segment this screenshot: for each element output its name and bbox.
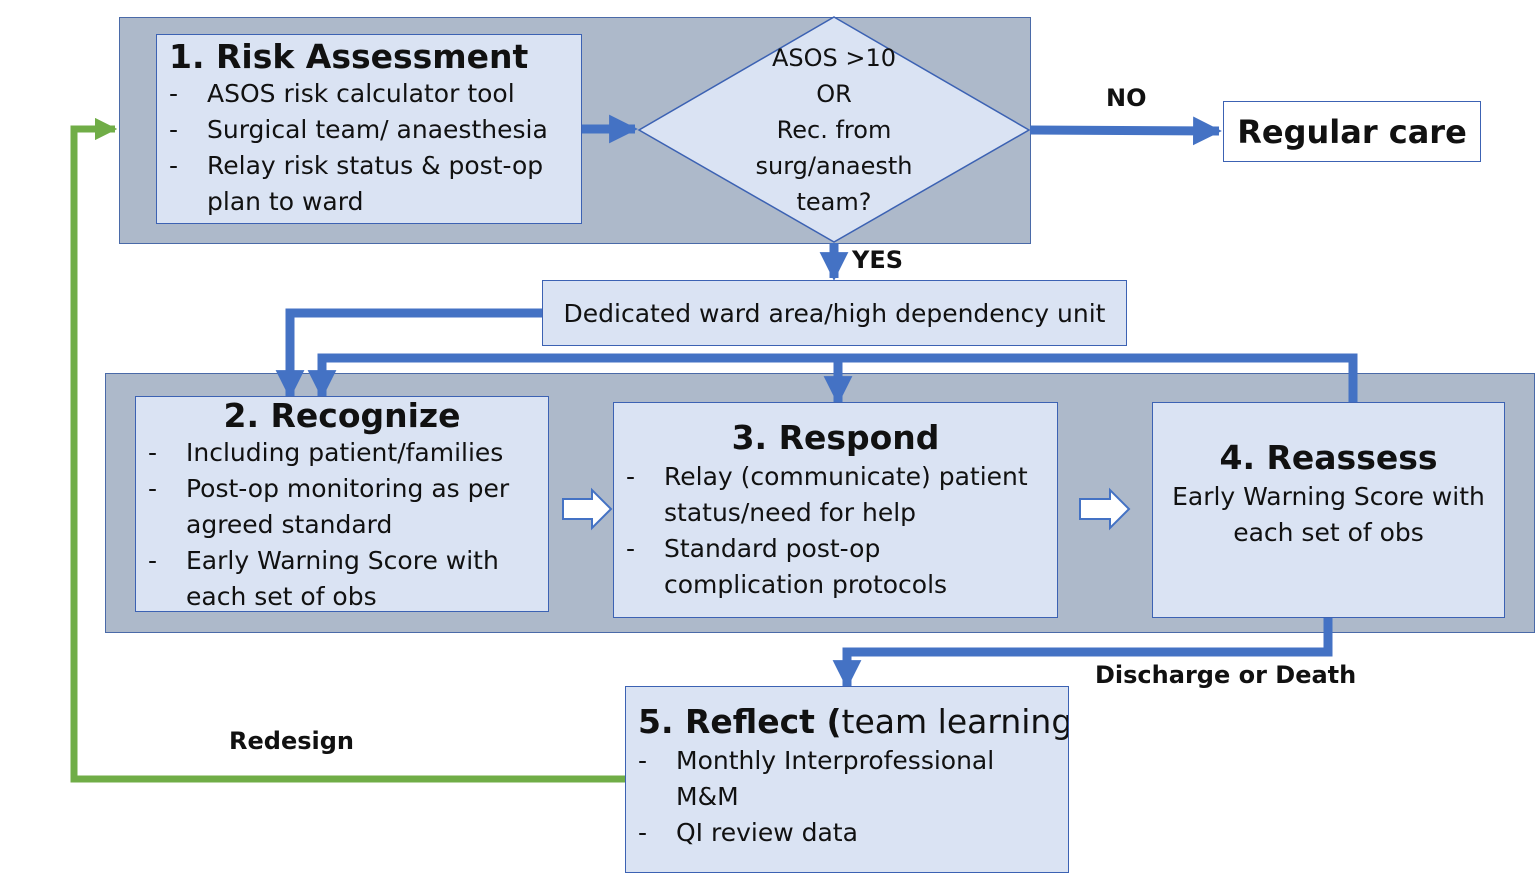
decision-line: team? (796, 188, 872, 216)
decision-diamond (637, 16, 1031, 243)
ward-box: Dedicated ward area/high dependency unit (542, 280, 1127, 346)
reassess-body: Early Warning Score with each set of obs (1172, 482, 1485, 547)
list-item: Standard post-op complication protocols (626, 531, 1045, 603)
list-item: Surgical team/ anaesthesia (169, 112, 569, 148)
list-item: Relay (communicate) patient status/need … (626, 459, 1045, 531)
list-item: Post-op monitoring as per agreed standar… (148, 471, 536, 543)
recognize-list: Including patient/families Post-op monit… (148, 435, 536, 611)
reflect-title-open: ( (814, 702, 842, 741)
regular-care-box: Regular care (1223, 101, 1481, 162)
reassess-box: 4. Reassess Early Warning Score with eac… (1152, 402, 1505, 618)
decision-line: Rec. from (776, 116, 892, 144)
discharge-label: Discharge or Death (1095, 661, 1357, 689)
hollow-arrow-recognize-to-respond (562, 487, 613, 531)
list-item: QI review data (638, 815, 1056, 851)
risk-assessment-list: ASOS risk calculator tool Surgical team/… (169, 76, 569, 220)
ward-label: Dedicated ward area/high dependency unit (563, 298, 1106, 328)
decision-text: ASOS >10 OR Rec. from surg/anaesth team? (734, 40, 934, 220)
recognize-title: 2. Recognize (223, 396, 461, 435)
reflect-list: Monthly Interprofessional M&M QI review … (638, 743, 1056, 851)
reassess-title: 4. Reassess (1219, 438, 1438, 477)
reflect-box: 5. Reflect (team learning) Monthly Inter… (625, 686, 1069, 873)
reflect-title-sub: team learning (841, 702, 1069, 741)
decision-line: surg/anaesth (755, 152, 913, 180)
list-item: Including patient/families (148, 435, 536, 471)
risk-assessment-box: 1. Risk Assessment ASOS risk calculator … (156, 34, 582, 224)
reflect-title-main: 5. Reflect (638, 702, 815, 741)
respond-title: 3. Respond (731, 418, 940, 457)
redesign-label: Redesign (229, 727, 354, 755)
no-label: NO (1106, 84, 1147, 112)
list-item: Monthly Interprofessional M&M (638, 743, 1056, 815)
respond-list: Relay (communicate) patient status/need … (626, 459, 1045, 603)
yes-label: YES (852, 246, 904, 274)
list-item: ASOS risk calculator tool (169, 76, 569, 112)
hollow-arrow-respond-to-reassess (1079, 487, 1131, 531)
arrow-reassess-to-reflect (832, 618, 1333, 689)
arrow-ward-to-recognize (275, 308, 542, 399)
regular-care-label: Regular care (1237, 112, 1467, 151)
list-item: Early Warning Score with each set of obs (148, 543, 536, 611)
respond-box: 3. Respond Relay (communicate) patient s… (613, 402, 1058, 618)
reflect-title: 5. Reflect (team learning) (638, 701, 1068, 743)
risk-assessment-title: 1. Risk Assessment (169, 37, 529, 76)
decision-line: OR (816, 80, 852, 108)
decision-line: ASOS >10 (771, 44, 897, 72)
list-item: Relay risk status & post-op plan to ward (169, 148, 569, 220)
arrow-redesign-loop (70, 117, 625, 783)
arrow-no-to-regular-care (1029, 116, 1222, 146)
recognize-box: 2. Recognize Including patient/families … (135, 396, 549, 612)
